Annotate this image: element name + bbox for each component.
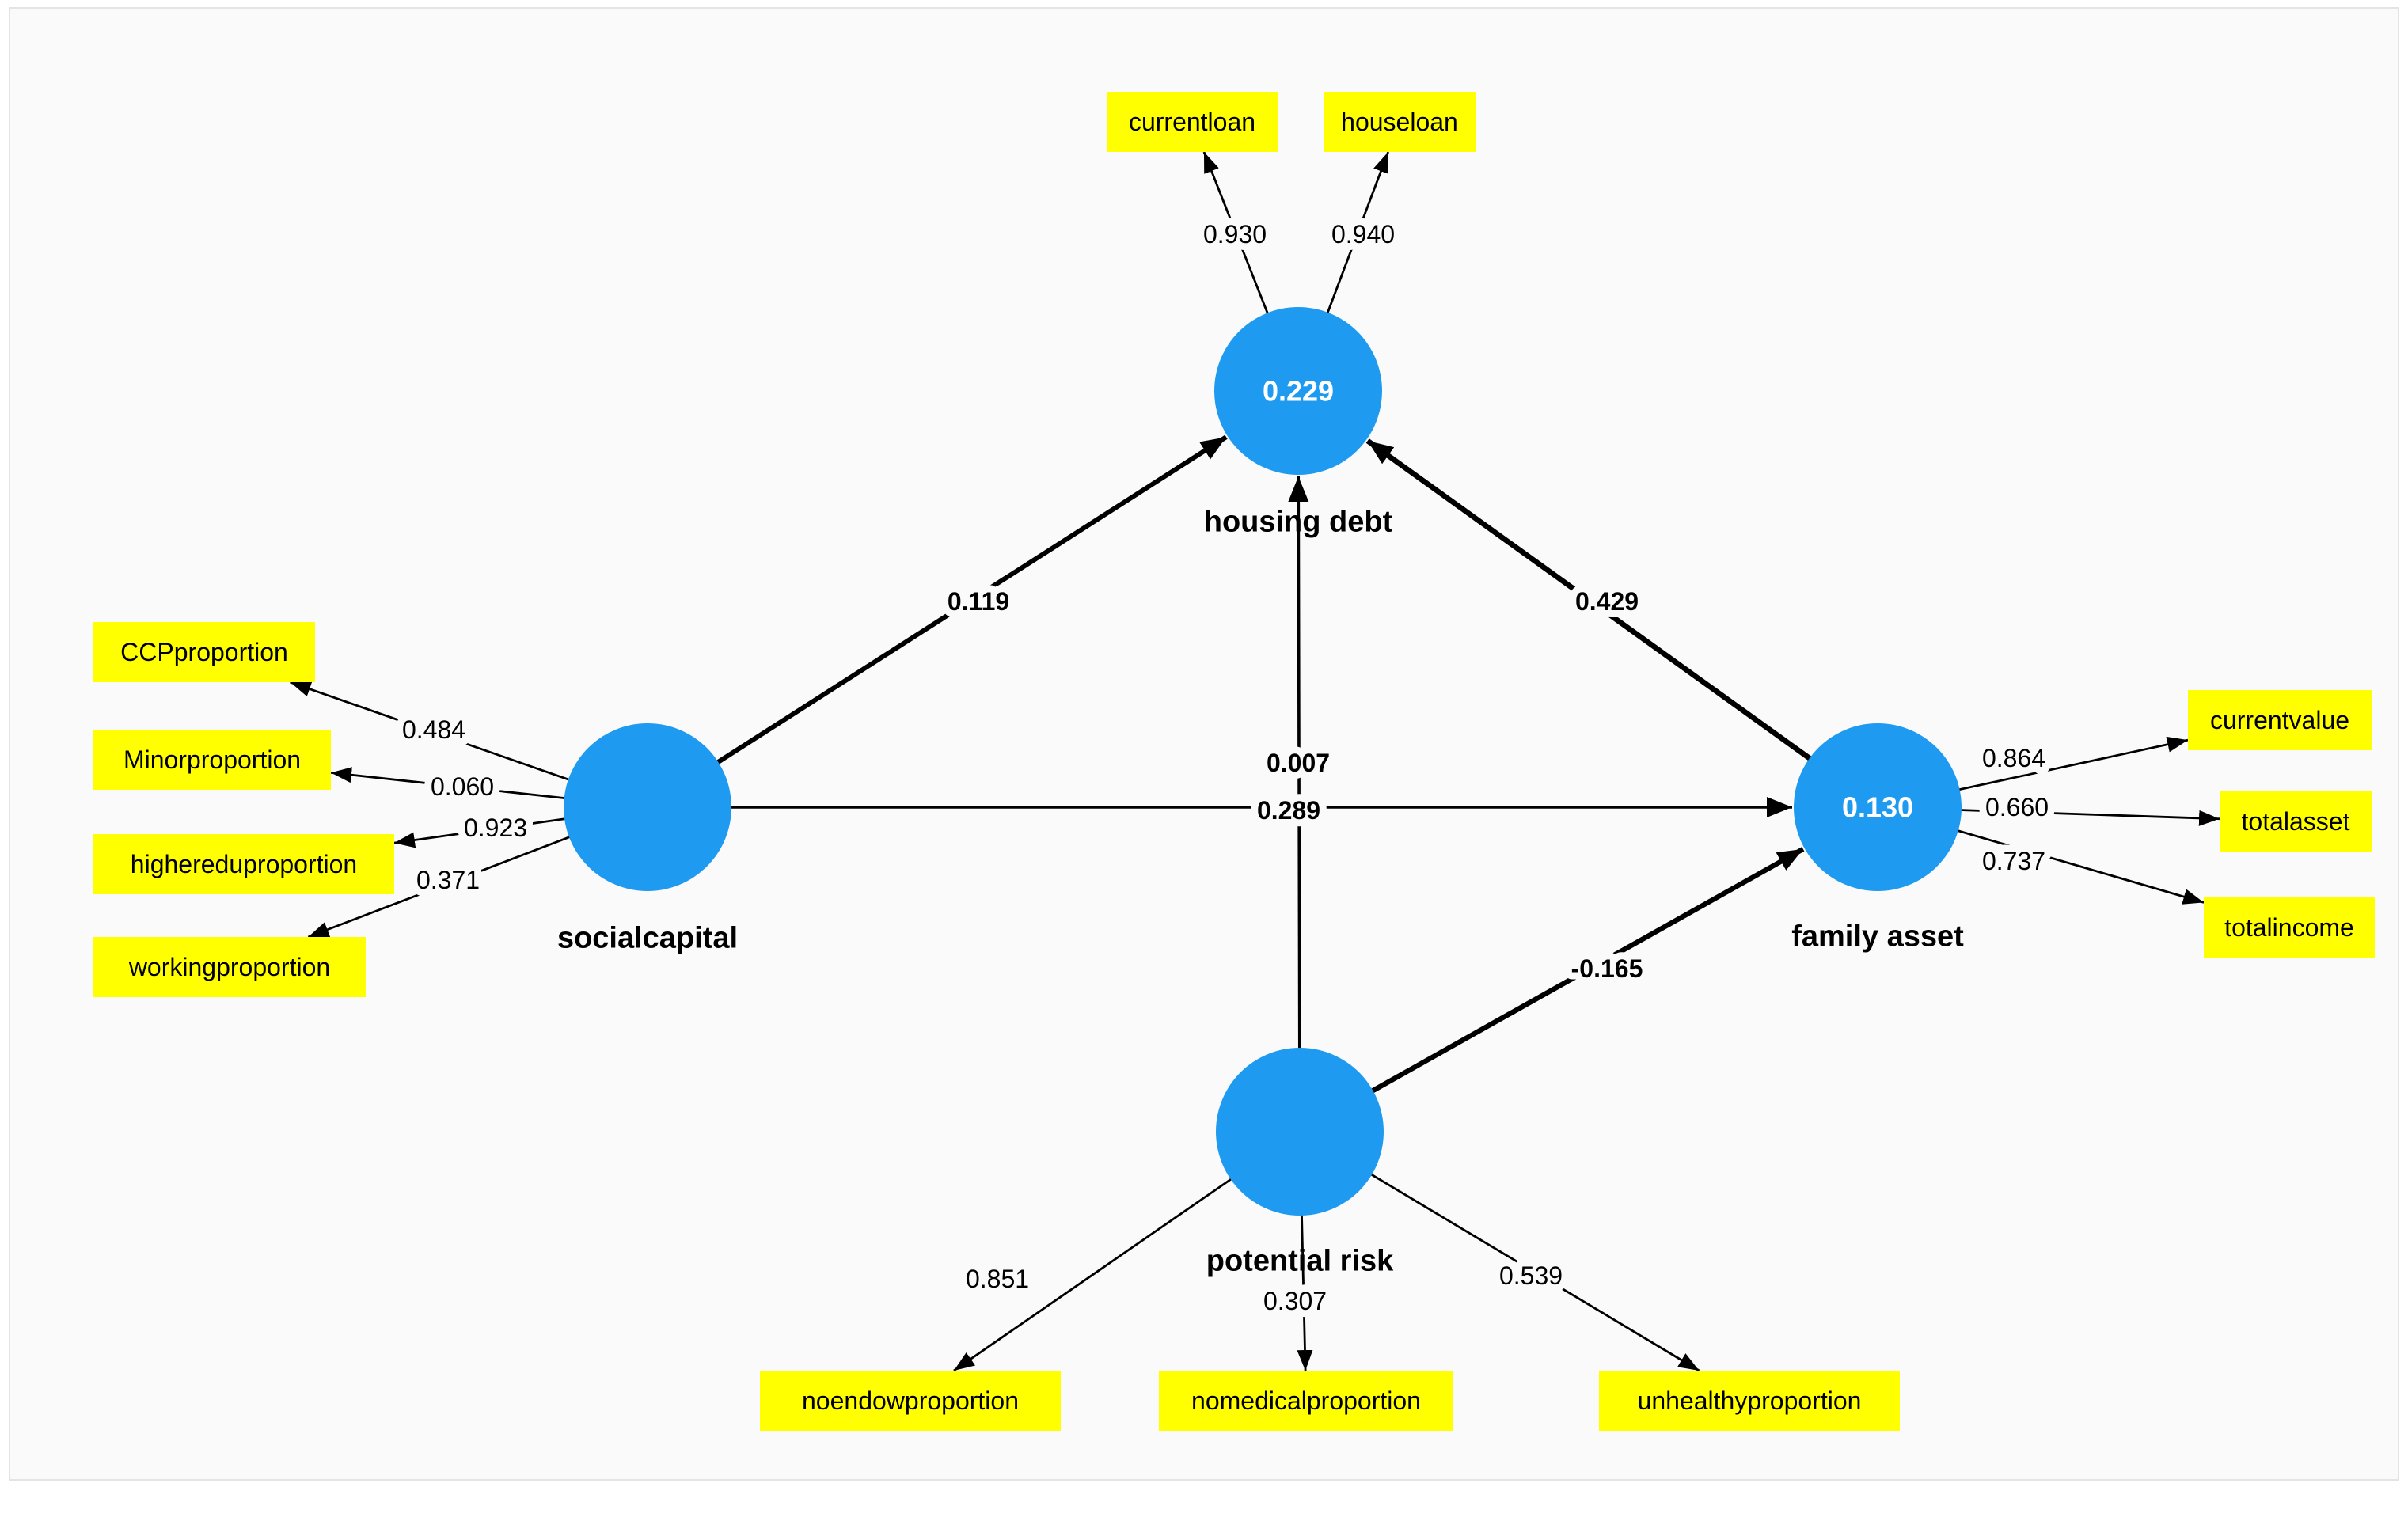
structural-path-potentialrisk-housingdebt[interactable]	[1288, 476, 1309, 1132]
indicator-box-totalincome[interactable]	[2204, 897, 2375, 958]
structural-path-socialcapital-housingdebt[interactable]	[646, 434, 1228, 810]
loading-value-houseloan: 0.940	[1331, 220, 1395, 248]
indicator-label-nomedicalproportion: nomedicalproportion	[1191, 1386, 1421, 1415]
latent-node-potentialrisk[interactable]	[1216, 1048, 1384, 1216]
path-coefficient-socialcapital-housingdebt: 0.119	[948, 587, 1009, 616]
indicator-label-totalasset: totalasset	[2242, 807, 2350, 836]
latent-node-housingdebt[interactable]	[1214, 307, 1382, 475]
path-coefficient-potentialrisk-housingdebt: 0.007	[1267, 749, 1330, 777]
indicator-box-noendowproportion[interactable]	[760, 1371, 1061, 1431]
path-coefficient-socialcapital-familyasset: 0.289	[1257, 796, 1320, 825]
loading-value-highereduproportion: 0.923	[464, 814, 527, 842]
indicator-label-totalincome: totalincome	[2224, 913, 2354, 942]
loading-value-totalincome: 0.737	[1982, 847, 2045, 875]
loading-value-noendowproportion: 0.851	[966, 1265, 1029, 1293]
latent-node-familyasset[interactable]	[1794, 723, 1962, 891]
latent-r2-familyasset: 0.130	[1842, 791, 1913, 824]
loading-value-workingproportion: 0.371	[416, 866, 480, 894]
indicator-box-Minorproportion[interactable]	[93, 730, 331, 790]
indicator-box-nomedicalproportion[interactable]	[1159, 1371, 1453, 1431]
indicator-box-totalasset[interactable]	[2220, 791, 2372, 852]
path-coefficient-potentialrisk-familyasset: -0.165	[1571, 954, 1643, 983]
indicator-label-workingproportion: workingproportion	[128, 953, 330, 981]
latent-label-housingdebt: housing debt	[1204, 505, 1393, 538]
latent-label-familyasset: family asset	[1791, 920, 1964, 953]
structural-path-familyasset-housingdebt[interactable]	[1365, 438, 1879, 810]
latent-node-socialcapital[interactable]	[564, 723, 731, 891]
loading-value-unhealthyproportion: 0.539	[1499, 1261, 1563, 1290]
loading-value-totalasset: 0.660	[1985, 793, 2049, 821]
loading-value-nomedicalproportion: 0.307	[1263, 1287, 1327, 1315]
diagram-background	[9, 7, 2399, 1481]
indicator-box-highereduproportion[interactable]	[93, 834, 394, 894]
indicator-box-unhealthyproportion[interactable]	[1599, 1371, 1900, 1431]
loading-value-currentvalue: 0.864	[1982, 744, 2045, 772]
indicator-label-noendowproportion: noendowproportion	[802, 1386, 1019, 1415]
structural-path-potentialrisk-familyasset[interactable]	[1298, 847, 1805, 1134]
indicator-label-currentloan: currentloan	[1129, 108, 1255, 136]
latent-label-potentialrisk: potential risk	[1206, 1244, 1394, 1277]
indicator-label-currentvalue: currentvalue	[2210, 706, 2349, 734]
loading-value-currentloan: 0.930	[1203, 220, 1267, 248]
loading-value-CCPproportion: 0.484	[402, 715, 465, 744]
indicator-label-houseloan: houseloan	[1341, 108, 1458, 136]
latent-label-socialcapital: socialcapital	[557, 921, 738, 954]
indicator-label-unhealthyproportion: unhealthyproportion	[1638, 1386, 1862, 1415]
indicator-label-CCPproportion: CCPproportion	[120, 638, 288, 666]
indicator-box-houseloan[interactable]	[1324, 92, 1476, 152]
path-coefficient-familyasset-housingdebt: 0.429	[1575, 587, 1639, 616]
indicator-label-Minorproportion: Minorproportion	[123, 745, 301, 774]
indicator-box-CCPproportion[interactable]	[93, 622, 315, 682]
indicator-box-currentloan[interactable]	[1107, 92, 1278, 152]
indicator-box-workingproportion[interactable]	[93, 937, 366, 997]
latent-r2-housingdebt: 0.229	[1263, 375, 1334, 408]
loading-value-Minorproportion: 0.060	[431, 772, 494, 801]
indicator-box-currentvalue[interactable]	[2188, 690, 2372, 750]
indicator-label-highereduproportion: highereduproportion	[131, 850, 357, 878]
